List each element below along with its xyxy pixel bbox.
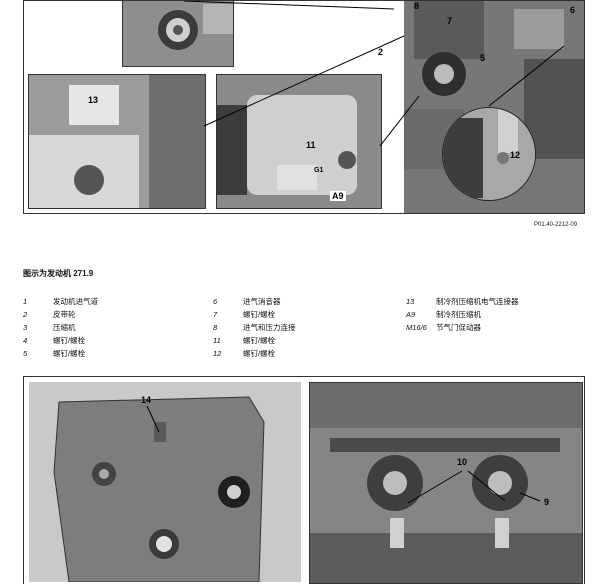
bottom-right-leader (407, 470, 541, 504)
callout-6: 6 (570, 5, 576, 15)
callout-10: 10 (457, 457, 468, 467)
timing-cover-drawing (29, 382, 301, 583)
bottom-left-leader (146, 405, 160, 433)
leader-lines (183, 1, 565, 147)
callout-a9: A9 (330, 191, 346, 201)
compressor-drawing (217, 75, 381, 208)
callout-9: 9 (544, 497, 550, 507)
timing-cover-photo: 14 (29, 382, 301, 583)
pulley-drawing (123, 1, 233, 66)
pulley-photo (122, 1, 234, 67)
callout-12: 12 (510, 150, 521, 160)
connector-drawing (29, 75, 205, 208)
timing-chain-photo: 10 9 (309, 382, 583, 584)
figure-code: P01.40-2212-09 (534, 222, 578, 228)
timing-chain-drawing (310, 383, 582, 583)
bottom-figure-frame: 14 10 9 (23, 376, 585, 584)
callout-7: 7 (447, 16, 453, 26)
zoom-inset (442, 107, 536, 201)
callout-2: 2 (378, 47, 384, 57)
top-figure-frame: 8 7 6 2 5 13 11 12 G1 A9 (23, 0, 585, 214)
figure-caption: 图示为发动机 271.9 (23, 269, 94, 278)
compressor-photo (216, 74, 382, 209)
callout-13: 13 (88, 95, 99, 105)
label-g1: G1 (314, 167, 324, 174)
connector-photo (28, 74, 206, 209)
callout-14: 14 (141, 395, 152, 405)
callout-5: 5 (480, 53, 486, 63)
callout-8: 8 (414, 1, 420, 11)
callout-11: 11 (306, 140, 316, 150)
